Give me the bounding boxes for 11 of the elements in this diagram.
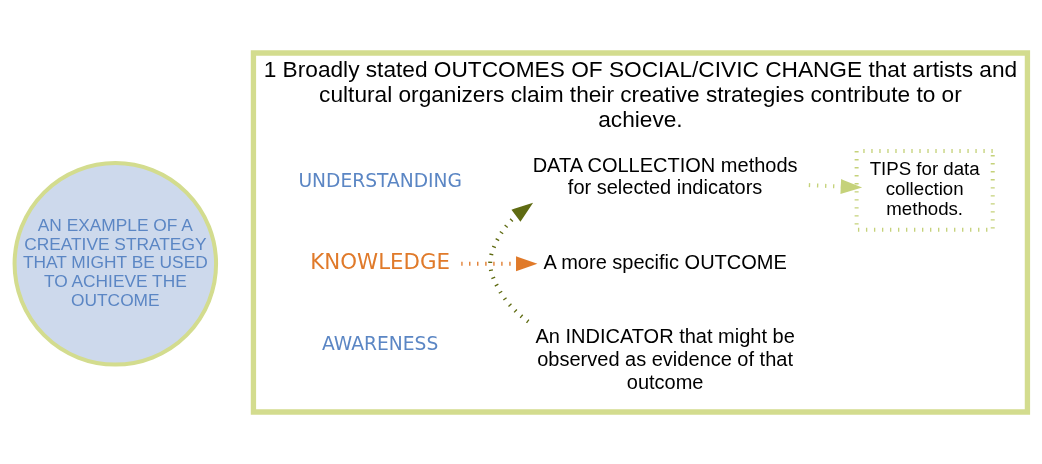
arrow	[808, 178, 863, 194]
arrow	[461, 255, 538, 271]
node-circle: AN EXAMPLE OF A CREATIVE STRATEGY THAT MIGHT BE USED TO ACHIEVE THE OUTCOME	[12, 160, 219, 367]
node-box: TIPS for data collection methods.	[854, 148, 995, 232]
node-text: An INDICATOR that might be observed as evidence of that outcome	[535, 324, 795, 393]
node-text: DATA COLLECTION methods for selected indicators	[532, 153, 798, 198]
node-text: KNOWLEDGE	[310, 248, 451, 274]
label: AWARENESS	[322, 332, 439, 354]
node-text: A more specific OUTCOME	[543, 250, 787, 273]
arrow	[488, 202, 534, 323]
label: UNDERSTANDING	[298, 169, 463, 191]
